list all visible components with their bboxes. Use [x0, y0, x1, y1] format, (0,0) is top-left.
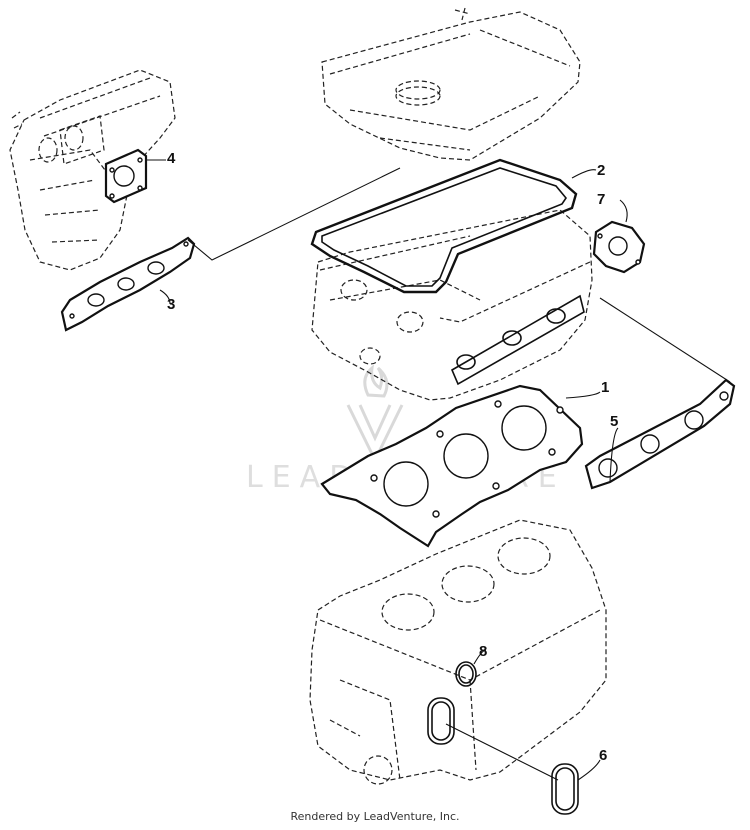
- gasket-part-7: [592, 220, 646, 274]
- callout-7: 7: [597, 191, 605, 208]
- callout-numbers: 1 2 3 4 5 6 7 8: [167, 150, 618, 764]
- callout-4: 4: [167, 150, 176, 167]
- cylinder-head: [311, 209, 593, 401]
- callout-3: 3: [167, 296, 175, 313]
- callout-1: 1: [601, 379, 609, 396]
- oval-gasket-part-6: [427, 697, 579, 815]
- cylinder-head-cover: [321, 7, 581, 161]
- callout-5: 5: [610, 413, 618, 430]
- footer-credit: Rendered by LeadVenture, Inc.: [290, 810, 460, 823]
- cylinder-block: [309, 519, 607, 785]
- intake-manifold: [9, 69, 176, 271]
- intake-manifold-gasket-part-3: [60, 236, 196, 332]
- o-ring-part-8: [455, 661, 477, 687]
- callout-6: 6: [599, 747, 607, 764]
- cylinder-head-gasket-part-1: [320, 384, 584, 548]
- callout-2: 2: [597, 162, 605, 179]
- exhaust-manifold-gasket-part-5: [584, 378, 736, 490]
- head-cover-gasket-part-2: [310, 158, 578, 294]
- throttle-body-gasket-part-4: [104, 148, 148, 204]
- callout-8: 8: [479, 643, 487, 660]
- leader-lines: [146, 159, 731, 781]
